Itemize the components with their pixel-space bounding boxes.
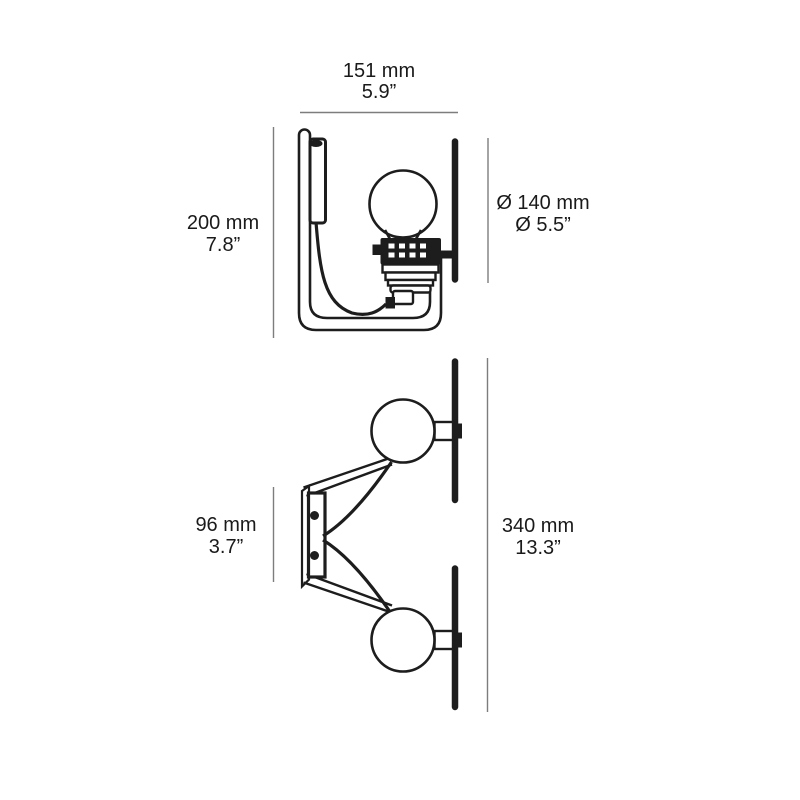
socket-mount-rod xyxy=(440,250,457,259)
mounting-box xyxy=(308,137,327,225)
dimension-labels: 151 mm 5.9” 200 mm 7.8” Ø 140 mm Ø 5.5” … xyxy=(187,60,590,559)
upper-cable xyxy=(322,461,393,538)
upper-bulb xyxy=(370,398,436,464)
overall-label-metric: 340 mm xyxy=(502,515,574,537)
light-bulb xyxy=(368,169,438,239)
lower-arm xyxy=(303,572,393,614)
socket-rings xyxy=(381,263,440,294)
socket-vent-grid xyxy=(388,243,426,258)
lower-cable xyxy=(322,538,393,615)
screw-top xyxy=(310,511,319,520)
mounting-box-cap xyxy=(309,140,323,147)
screw-bottom xyxy=(310,551,319,560)
side-view xyxy=(272,111,489,338)
height-label-metric: 200 mm xyxy=(187,212,259,234)
plan-view xyxy=(272,358,489,712)
width-label-metric: 151 mm xyxy=(343,60,415,82)
lower-bulb xyxy=(370,607,436,673)
bracket-label-metric: 96 mm xyxy=(195,514,256,536)
arm-inner-contour xyxy=(308,140,432,320)
socket-left-tab xyxy=(372,244,381,255)
overall-label-imperial: 13.3” xyxy=(515,537,561,559)
height-label-imperial: 7.8” xyxy=(206,234,240,256)
lamp-socket xyxy=(380,238,441,265)
bulb-neck xyxy=(383,229,423,240)
diameter-label-imperial: Ø 5.5” xyxy=(515,214,571,236)
upper-disc-connector xyxy=(433,420,462,442)
arm-outer-contour xyxy=(297,128,443,332)
width-label-imperial: 5.9” xyxy=(362,81,396,103)
bracket-label-imperial: 3.7” xyxy=(209,536,243,558)
diameter-label-metric: Ø 140 mm xyxy=(496,192,589,214)
power-cable xyxy=(314,221,388,317)
upper-arm xyxy=(303,456,393,498)
lower-disc-connector xyxy=(433,629,462,651)
cable-plug xyxy=(385,289,415,309)
